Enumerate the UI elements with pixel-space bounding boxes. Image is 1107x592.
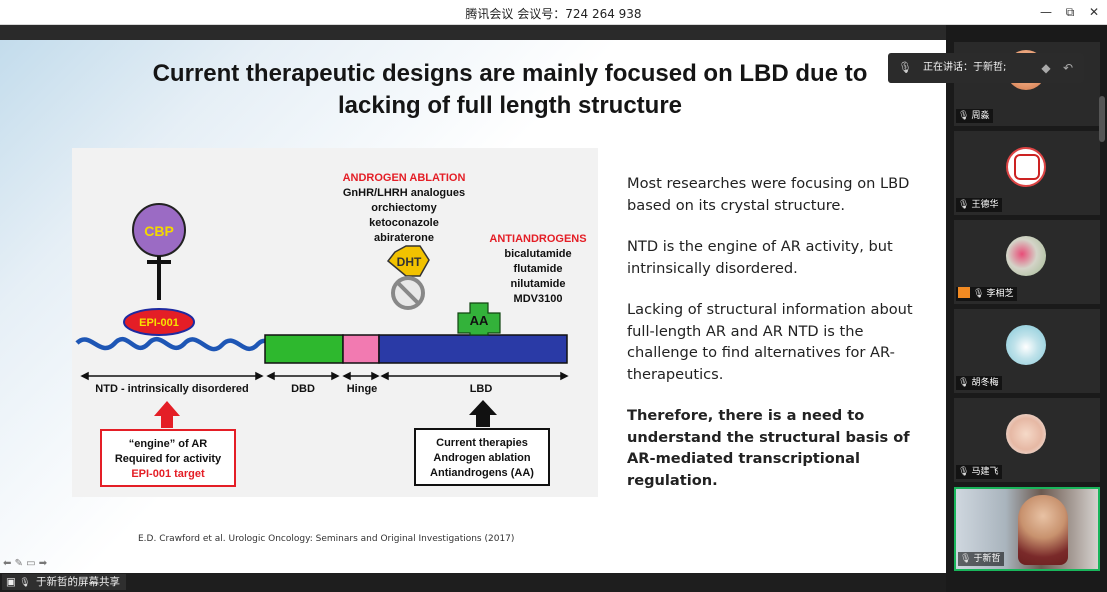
speaker-video [1018, 495, 1068, 565]
ablation-item-2: orchiectomy [371, 202, 437, 214]
microphone-icon: 🎙 [958, 111, 970, 121]
active-speaker-tile[interactable]: 🎙于新哲 [954, 487, 1100, 571]
microphone-icon: 🎙 [898, 61, 912, 74]
participant-namebar: 🎙于新哲 [958, 552, 1005, 566]
slide-title-line-2: lacking of full length structure [337, 92, 683, 119]
ntd-box-line-2: Required for activity [115, 453, 222, 465]
participant-name: 马建飞 [971, 467, 999, 477]
antiandrogen-item-1: bicalutamide [504, 248, 571, 260]
participant-namebar: 🎙胡冬梅 [956, 376, 1003, 390]
microphone-icon: 🎙 [19, 578, 31, 588]
participant-name: 李相芝 [986, 289, 1014, 299]
microphone-icon: 🎙 [960, 554, 972, 564]
microphone-icon: 🎙 [958, 200, 970, 210]
ntd-box-line-3: EPI-001 target [131, 468, 205, 480]
antiandrogen-item-4: MDV3100 [514, 293, 563, 305]
participant-tile[interactable]: 🎙王德华 [954, 131, 1100, 215]
lbd-box-line-2: Androgen ablation [433, 452, 530, 464]
speaking-indicator: 🎙 正在讲话：于新哲; ◆ ↶ [888, 53, 1084, 83]
screen-share-label[interactable]: ▣ 🎙 于新哲的屏幕共享 [2, 574, 127, 590]
microphone-icon: 🎙 [973, 289, 985, 299]
lbd-info-box [414, 428, 550, 486]
participant-namebar: 🎙马建飞 [956, 465, 1003, 479]
aa-cross [457, 302, 501, 336]
antiandrogen-item-3: nilutamide [510, 278, 565, 290]
hinge-label: Hinge [347, 383, 378, 395]
participant-name: 王德华 [971, 200, 999, 210]
bottom-bar: ▣ 🎙 于新哲的屏幕共享 [0, 573, 946, 592]
participant-name: 于新哲 [973, 554, 1001, 564]
epi-001-ellipse [123, 308, 195, 336]
arrow-right-icon[interactable]: ➡ [38, 558, 48, 569]
dbd-bar [264, 334, 344, 364]
restore-button[interactable]: ⧉ [1065, 5, 1075, 19]
arrow-left-icon[interactable]: ⬅ [3, 558, 12, 569]
participant-name: 胡冬梅 [971, 378, 999, 388]
shared-screen-slide: Current therapeutic designs are mainly f… [0, 40, 946, 573]
participant-tile[interactable]: 🎙胡冬梅 [954, 309, 1100, 393]
dht-label: DHT [397, 255, 422, 269]
microphone-icon: 🎙 [958, 467, 970, 477]
screen-share-text: 于新哲的屏幕共享 [36, 576, 121, 588]
pen-icon[interactable]: ✎ [14, 558, 23, 569]
bullet-conclusion: Therefore, there is a need to understand… [627, 407, 910, 489]
androgen-ablation-title: ANDROGEN ABLATION [343, 172, 466, 184]
screen-icon[interactable]: ▭ [26, 558, 36, 569]
cbp-label: CBP [144, 223, 174, 239]
user-icon [958, 287, 970, 298]
ablation-item-4: abiraterone [374, 232, 434, 244]
screen-share-icon: ▣ [6, 576, 16, 588]
aa-label: AA [470, 313, 489, 328]
annotation-toolbar[interactable]: ⬅ ✎ ▭ ➡ [3, 558, 47, 569]
slide-citation: E.D. Crawford et al. Urologic Oncology: … [138, 534, 515, 544]
participant-namebar: 🎙周淼 [956, 109, 994, 123]
avatar [1006, 236, 1046, 276]
avatar [1006, 414, 1046, 454]
hinge-bar [342, 334, 380, 364]
ar-domain-diagram: CBP EPI-001 AA DHT ANDROGEN ABLATION GnH… [72, 148, 598, 497]
expand-icon[interactable]: ◆ [1041, 61, 1051, 75]
ablation-item-3: ketoconazole [369, 217, 439, 229]
participant-tile[interactable]: 🎙李相芝 [954, 220, 1100, 304]
ntd-squiggle [75, 336, 288, 352]
close-button[interactable]: ✕ [1088, 5, 1100, 19]
bullet-2: NTD is the engine of AR activity, but in… [627, 238, 893, 277]
lbd-label: LBD [470, 383, 493, 395]
avatar [1006, 325, 1046, 365]
dht-hexagon [386, 245, 430, 277]
participant-tile[interactable]: 🎙马建飞 [954, 398, 1100, 482]
red-up-arrow [154, 401, 180, 428]
lbd-box-line-3: Antiandrogens (AA) [430, 467, 534, 479]
avatar [1006, 147, 1046, 187]
participants-scrollbar[interactable] [1099, 96, 1105, 142]
window-titlebar: 腾讯会议 会议号：724 264 938 — ⧉ ✕ [0, 0, 1107, 25]
participant-name: 周淼 [971, 111, 990, 121]
bullet-1: Most researches were focusing on LBD bas… [627, 175, 910, 214]
slide-title: Current therapeutic designs are mainly f… [80, 58, 940, 122]
antiandrogens-title: ANTIANDROGENS [489, 233, 586, 245]
ablation-item-1: GnHR/LHRH analogues [343, 187, 465, 199]
slide-bullets: Most researches were focusing on LBD bas… [627, 173, 927, 491]
dbd-label: DBD [291, 383, 315, 395]
ntd-box-line-1: “engine” of AR [129, 438, 207, 450]
slide-title-line-1: Current therapeutic designs are mainly f… [152, 60, 868, 87]
undo-icon[interactable]: ↶ [1062, 61, 1074, 75]
speaking-label: 正在讲话：于新哲; [923, 62, 1007, 73]
lbd-bar [378, 334, 568, 364]
ntd-label: NTD - intrinsically disordered [95, 383, 248, 395]
slide-top-band [0, 25, 946, 40]
bullet-3: Lacking of structural information about … [627, 301, 913, 383]
microphone-icon: 🎙 [958, 378, 970, 388]
black-up-arrow [469, 400, 497, 427]
meeting-title: 腾讯会议 会议号：724 264 938 [465, 7, 642, 21]
minimize-button[interactable]: — [1040, 5, 1052, 19]
ntd-info-box [100, 429, 236, 487]
participant-namebar: 🎙王德华 [956, 198, 1003, 212]
antiandrogen-item-2: flutamide [514, 263, 563, 275]
epi-001-label: EPI-001 [139, 317, 179, 329]
participant-namebar: 🎙李相芝 [956, 287, 1018, 301]
lbd-box-line-1: Current therapies [436, 437, 528, 449]
